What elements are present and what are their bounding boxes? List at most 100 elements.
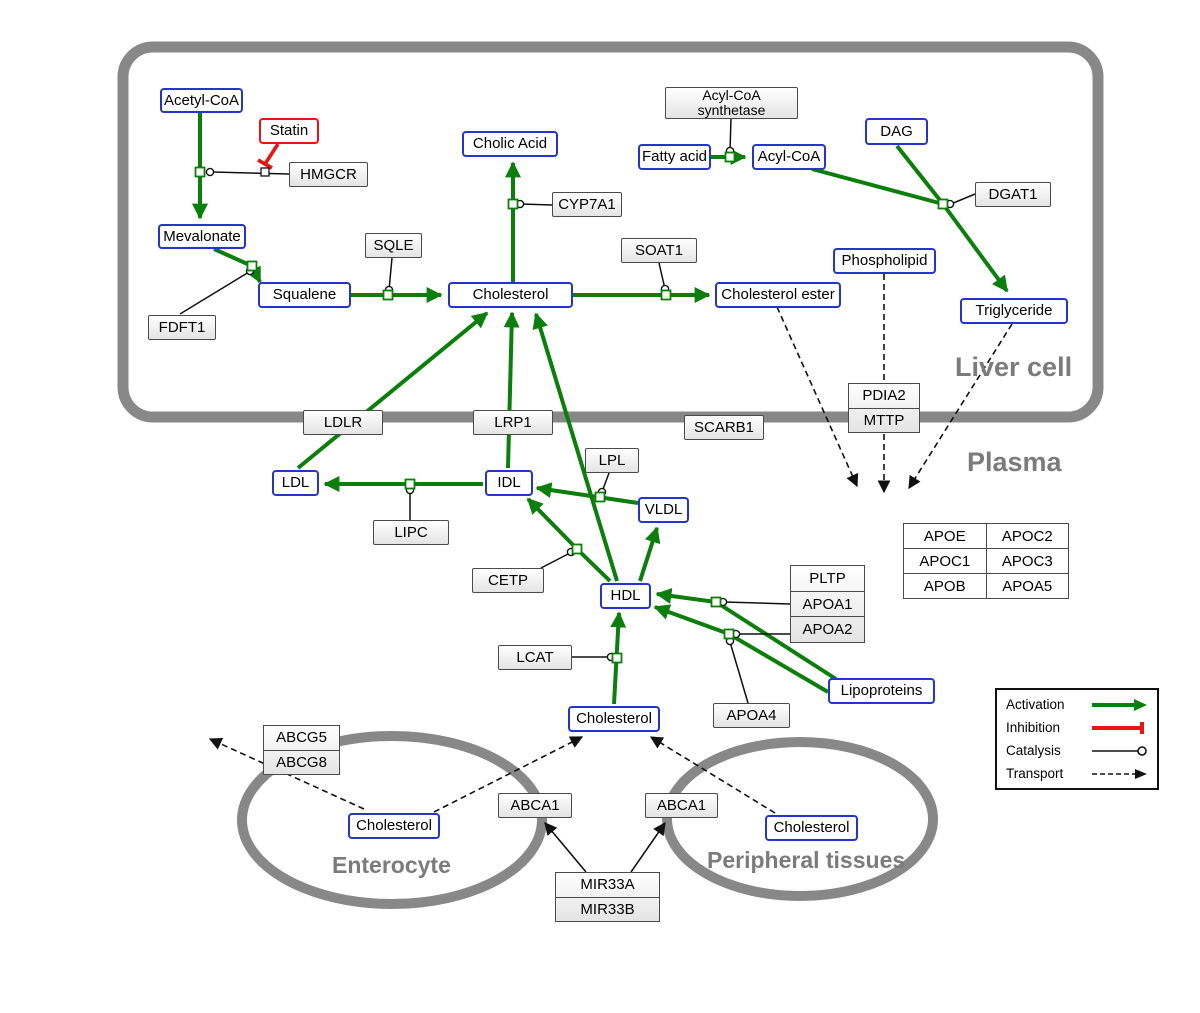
- apolipoprotein-table: APOE APOC2 APOC1 APOC3 APOB APOA5: [903, 523, 1069, 599]
- node-apoe[interactable]: APOE: [904, 524, 987, 549]
- node-cetp[interactable]: CETP: [472, 568, 544, 593]
- node-lpl[interactable]: LPL: [585, 448, 639, 473]
- node-cholic-acid[interactable]: Cholic Acid: [462, 131, 558, 157]
- node-phospholipid[interactable]: Phospholipid: [833, 248, 936, 274]
- catalysis-fdft1: [179, 271, 250, 315]
- edge-vldl-idl: [535, 482, 639, 505]
- node-apoa2[interactable]: APOA2: [802, 621, 853, 639]
- node-mir33-stack: MIR33A MIR33B: [555, 872, 660, 922]
- node-apoa5[interactable]: APOA5: [986, 574, 1069, 599]
- legend-row-transport: Transport: [1006, 766, 1148, 781]
- node-mttp[interactable]: MTTP: [863, 411, 905, 429]
- liver-cell-membrane: [117, 41, 1104, 423]
- node-idl[interactable]: IDL: [485, 470, 533, 496]
- node-cholesterol-enterocyte[interactable]: Cholesterol: [348, 813, 440, 839]
- legend-activation-label: Activation: [1006, 697, 1065, 712]
- node-ldl[interactable]: LDL: [272, 470, 319, 496]
- transport-arrow-icon: [1092, 768, 1147, 779]
- node-cholesterol-peripheral[interactable]: Cholesterol: [765, 815, 858, 841]
- node-ldlr[interactable]: LDLR: [303, 410, 383, 435]
- node-abca1-enterocyte[interactable]: ABCA1: [498, 793, 572, 818]
- node-cyp7a1[interactable]: CYP7A1: [552, 192, 622, 217]
- inhibition-statin-line: [263, 143, 280, 165]
- node-squalene[interactable]: Squalene: [258, 282, 351, 308]
- edge-dgat1-triglyceride: [941, 202, 1009, 293]
- edge-hdl-cholesterol: [532, 312, 619, 582]
- plasma-label: Plasma: [967, 447, 1062, 477]
- node-dag[interactable]: DAG: [865, 118, 928, 145]
- node-vldl[interactable]: VLDL: [638, 497, 689, 523]
- legend-catalysis-label: Catalysis: [1006, 743, 1061, 758]
- peripheral-tissues-label: Peripheral tissues: [707, 847, 906, 873]
- transport-enterocyte-cholesterol-to-plasma: [433, 736, 584, 813]
- liver-cell-label: Liver cell: [955, 352, 1073, 382]
- node-apoc1[interactable]: APOC1: [904, 549, 987, 574]
- edge-acylcoa-dgat1: [811, 167, 944, 206]
- node-cholesterol-ester[interactable]: Cholesterol ester: [715, 282, 841, 308]
- peripheral-tissues-membrane: [662, 737, 938, 901]
- catalysis-cetp: [540, 552, 571, 569]
- node-abcg5-abcg8-stack: ABCG5 ABCG8: [263, 725, 340, 775]
- edge-mir33-abca1-right: [630, 821, 666, 873]
- node-acyl-coa-2[interactable]: Acyl-CoA: [752, 144, 826, 170]
- node-mir33a[interactable]: MIR33A: [556, 873, 659, 898]
- node-abcg5[interactable]: ABCG5: [264, 726, 339, 751]
- edge-dag-dgat1: [895, 144, 945, 206]
- edge-ldl-cholesterol: [296, 311, 489, 470]
- node-abcg8[interactable]: ABCG8: [276, 753, 327, 771]
- node-mir33b[interactable]: MIR33B: [580, 900, 635, 918]
- transport-peripheral-cholesterol-to-plasma: [649, 736, 776, 814]
- node-soat1[interactable]: SOAT1: [621, 238, 697, 263]
- node-pdia2[interactable]: PDIA2: [849, 384, 919, 409]
- catalysis-apoa4: [729, 641, 749, 704]
- node-sqle[interactable]: SQLE: [365, 233, 422, 258]
- inhibition-statin-bar: [257, 158, 273, 170]
- node-fatty-acid[interactable]: Fatty acid: [638, 144, 711, 170]
- node-triglyceride[interactable]: Triglyceride: [960, 298, 1068, 324]
- node-apoc3[interactable]: APOC3: [986, 549, 1069, 574]
- node-apoa4[interactable]: APOA4: [713, 703, 790, 728]
- reaction-nodes: [194, 151, 949, 664]
- acyl-coa-synthetase-line2: synthetase: [697, 102, 766, 118]
- activation-edges: [192, 113, 1009, 705]
- enterocyte-label: Enterocyte: [332, 852, 451, 878]
- node-acetyl-coa[interactable]: Acetyl-CoA: [160, 88, 243, 113]
- node-lcat[interactable]: LCAT: [498, 645, 572, 670]
- node-hdl[interactable]: HDL: [600, 583, 651, 609]
- catalysis-cyp7a1: [520, 203, 553, 206]
- node-mevalonate[interactable]: Mevalonate: [158, 224, 246, 249]
- catalysis-acylcoa-synthetase: [729, 118, 732, 152]
- edge-idl-cholesterol: [503, 311, 520, 469]
- enterocyte-membrane: [237, 731, 547, 909]
- catalysis-sqle: [388, 257, 393, 291]
- node-acyl-coa-synthetase[interactable]: Acyl-CoA synthetase: [665, 87, 798, 119]
- node-fdft1[interactable]: FDFT1: [148, 315, 216, 340]
- legend-inhibition-label: Inhibition: [1006, 720, 1061, 735]
- node-lrp1[interactable]: LRP1: [473, 410, 553, 435]
- catalysis-circle-icon: [1092, 745, 1147, 756]
- activation-arrow-icon: [1092, 698, 1147, 711]
- acyl-coa-synthetase-line1: Acyl-CoA: [702, 87, 761, 104]
- transport-cholesterol-ester-to-lipoproteins: [776, 306, 859, 488]
- node-pltp[interactable]: PLTP: [791, 566, 864, 592]
- legend: Activation Inhibition Catalysis Transpor…: [995, 688, 1159, 790]
- node-statin[interactable]: Statin: [259, 118, 319, 144]
- node-scarb1[interactable]: SCARB1: [684, 415, 764, 440]
- inhibition-edge: [257, 143, 280, 170]
- catalysis-hmgcr: [211, 171, 290, 175]
- edge-mir33-abca1-left: [544, 822, 587, 873]
- node-lipoproteins[interactable]: Lipoproteins: [828, 678, 935, 704]
- node-apoc2[interactable]: APOC2: [986, 524, 1069, 549]
- node-abca1-peripheral[interactable]: ABCA1: [645, 793, 718, 818]
- node-cholesterol-plasma[interactable]: Cholesterol: [568, 706, 660, 732]
- node-apob[interactable]: APOB: [904, 574, 987, 599]
- catalysis-soat1: [658, 262, 666, 290]
- node-cholesterol-liver[interactable]: Cholesterol: [448, 282, 573, 308]
- legend-row-catalysis: Catalysis: [1006, 743, 1148, 758]
- node-hmgcr[interactable]: HMGCR: [289, 162, 368, 187]
- node-apoa1[interactable]: APOA1: [791, 592, 864, 618]
- node-dgat1[interactable]: DGAT1: [975, 182, 1051, 207]
- node-lipc[interactable]: LIPC: [373, 520, 449, 545]
